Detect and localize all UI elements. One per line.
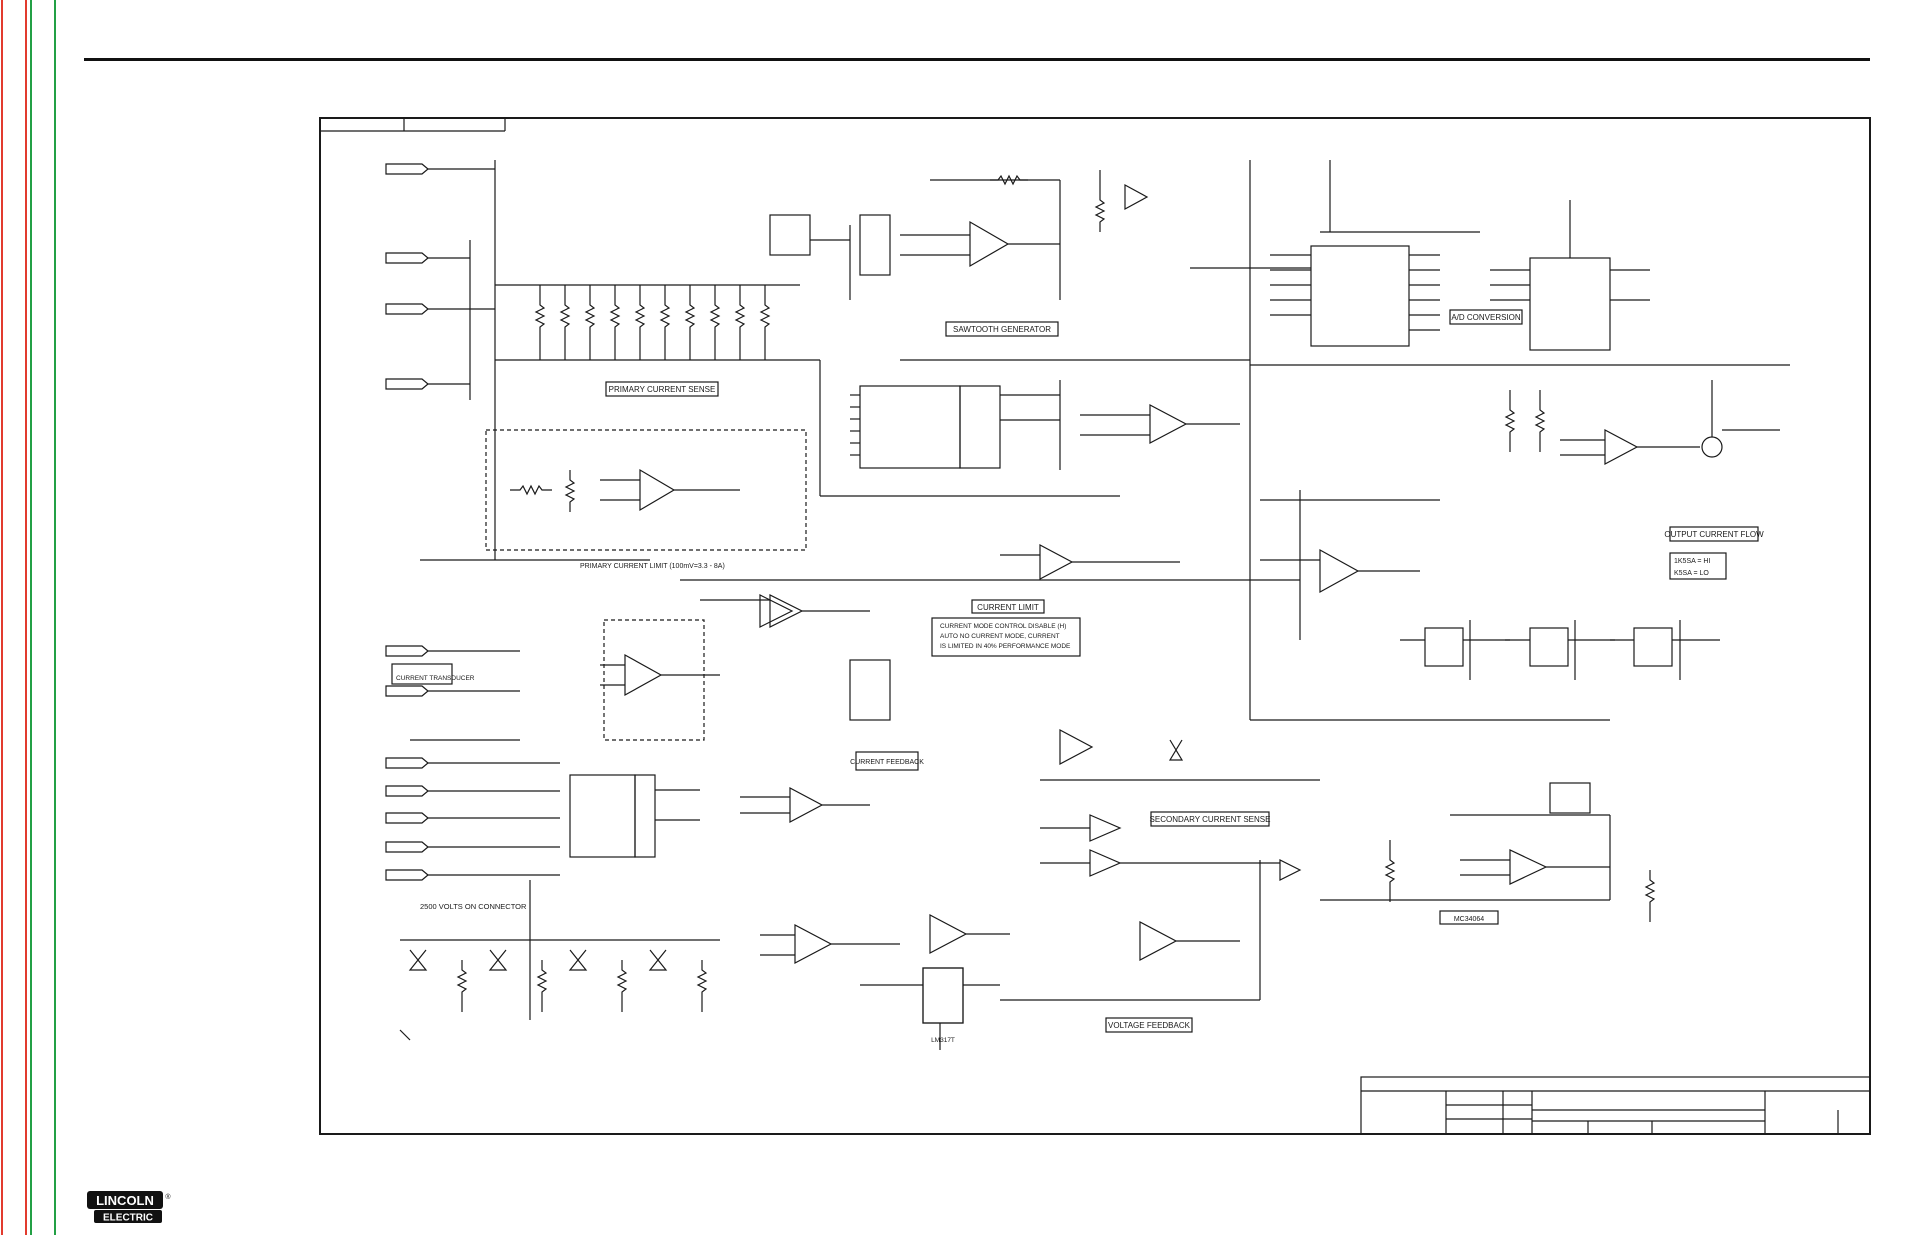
- label-box-mc34064: [1439, 910, 1499, 925]
- title-block: [1360, 1076, 1871, 1135]
- current-mode-note-line-2: AUTO NO CURRENT MODE, CURRENT: [940, 633, 1060, 640]
- current-mode-note-line-1: CURRENT MODE CONTROL DISABLE (H): [940, 623, 1066, 630]
- current-limit-section: [700, 404, 1420, 640]
- label-box-current-feedback: [855, 751, 919, 771]
- left-input-connectors: [385, 160, 496, 560]
- bus-wires: [680, 160, 1610, 721]
- nav-bar-red[interactable]: [1, 0, 3, 1235]
- label-box-ad-conversion: [1449, 309, 1523, 325]
- current-transducer-label: CURRENT TRANSDUCER: [396, 675, 475, 682]
- label-box-current-transducer: [391, 663, 453, 685]
- lincoln-electric-logo: LINCOLN ® ELECTRIC: [87, 1191, 171, 1224]
- label-box-range: [1669, 552, 1727, 580]
- output-current-flow-label: OUTPUT CURRENT FLOW: [1664, 530, 1764, 539]
- a-d-conversion-label: A/D CONVERSION: [1451, 313, 1521, 322]
- range-hi-label: 1K5SA = HI: [1674, 558, 1710, 565]
- label-box-primary-current-sense: [605, 381, 719, 397]
- label-box-current-limit: [971, 599, 1045, 614]
- label-box-secondary-current-sense: [1150, 811, 1270, 827]
- nav-bar-green-edge: [54, 0, 56, 1235]
- current-transducer-section: [385, 594, 891, 741]
- range-lo-label: K5SA = LO: [1674, 570, 1709, 577]
- secondary-current-sense-label: SECONDARY CURRENT SENSE: [1150, 815, 1271, 824]
- header-rule: [84, 58, 1870, 61]
- a-d-conversion-section: [1094, 160, 1790, 366]
- lm-regulator-label: LM317T: [931, 1037, 955, 1044]
- volts-connector-label: 2500 VOLTS ON CONNECTOR: [420, 902, 527, 911]
- bottom-regulator: [860, 967, 1000, 1050]
- label-box-output-current: [1669, 526, 1759, 542]
- lower-right-section: [1279, 782, 1656, 922]
- center-ic-section: [819, 360, 1120, 497]
- logo-line-2: ELECTRIC: [103, 1213, 153, 1224]
- label-box-current-mode-note: [931, 617, 1081, 657]
- border-tab: [320, 118, 506, 132]
- voltage-feedback-label: VOLTAGE FEEDBACK: [1108, 1021, 1191, 1030]
- current-limit-label: CURRENT LIMIT: [977, 603, 1039, 612]
- lower-left-zener-bank: [399, 939, 720, 1041]
- nav-bar-red-edge: [25, 0, 27, 1235]
- regulator-section: [1400, 620, 1720, 680]
- primary-current-limit-section: [420, 429, 807, 561]
- label-box-voltage-feedback: [1105, 1017, 1193, 1033]
- secondary-current-sense-section: [740, 729, 1320, 877]
- logo-line-1: LINCOLN: [96, 1193, 154, 1208]
- sawtooth-generator-label: SAWTOOTH GENERATOR: [953, 325, 1051, 334]
- primary-current-sense-label: PRIMARY CURRENT SENSE: [609, 385, 716, 394]
- primary-sense-resistor-ladder: [495, 284, 820, 361]
- mc34064-label: MC34064: [1454, 916, 1484, 923]
- drawing-border: [319, 117, 1871, 1135]
- output-current-flow-section: [1504, 380, 1780, 465]
- current-feedback-label: CURRENT FEEDBACK: [850, 759, 924, 766]
- logo-mark: ®: [165, 1193, 171, 1201]
- sawtooth-generator-section: [769, 174, 1061, 300]
- label-box-sawtooth: [945, 321, 1059, 337]
- voltage-feedback-section: [760, 860, 1261, 1024]
- lower-left-connectors: [385, 739, 700, 1020]
- current-mode-note-line-3: IS LIMITED IN 40% PERFORMANCE MODE: [940, 643, 1071, 650]
- primary-current-limit-label: PRIMARY CURRENT LIMIT (100mV=3.3 - 8A): [580, 563, 725, 570]
- nav-bar-green[interactable]: [30, 0, 32, 1235]
